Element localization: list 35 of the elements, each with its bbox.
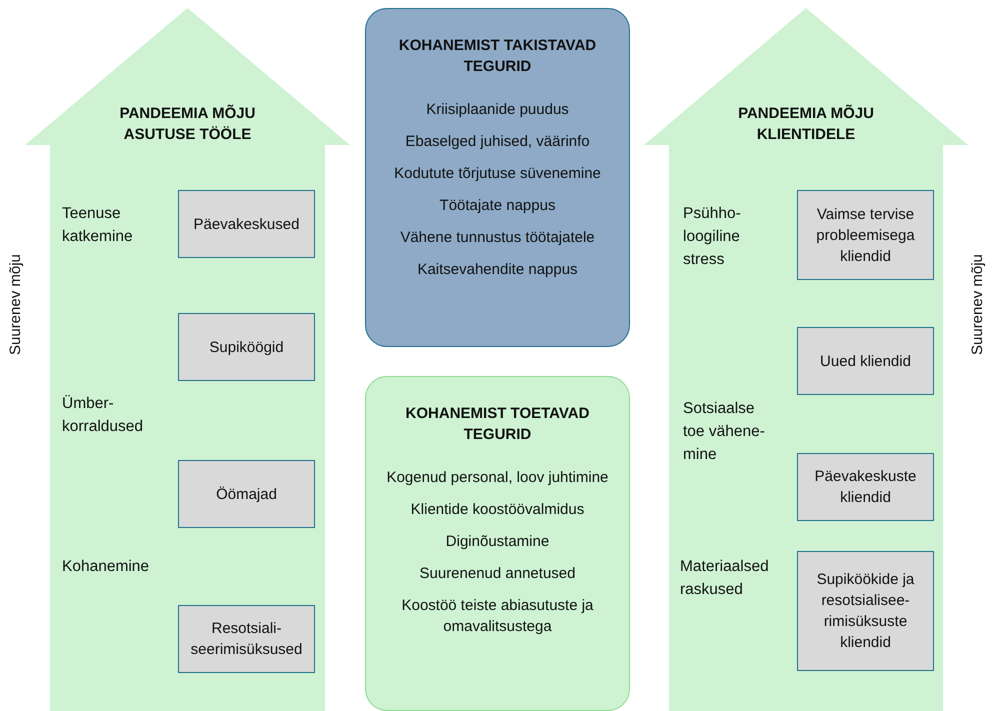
factor-item: Kogenud personal, loov juhtimine	[386, 468, 608, 488]
factor-item: Suurenenud annetused	[420, 564, 576, 584]
factor-card	[365, 8, 630, 347]
category-box: Vaimse tervise probleemisega kliendid	[797, 190, 934, 280]
factor-item: Vähene tunnustus töötajatele	[400, 228, 595, 248]
category-box: Supiköökide ja resotsialisee-rimisüksuste kliendid	[797, 551, 934, 671]
category-box: Päevakeskused	[178, 190, 315, 258]
axis-label: Suurenev mõju	[968, 254, 987, 358]
category-box: Resotsiali-seerimisüksused	[178, 605, 315, 673]
arrow-heading: PANDEEMIA MÕJU ASUTUSE TÖÖLE	[118, 104, 256, 145]
impact-label: Sotsiaalse toe vähene-mine	[683, 399, 766, 465]
factor-item: Ebaselged juhised, väärinfo	[405, 132, 590, 152]
impact-label: Teenuse katkemine	[62, 204, 134, 247]
up-arrow	[25, 8, 350, 711]
category-box: Supiköögid	[178, 313, 315, 381]
category-box: Uued kliendid	[797, 327, 934, 395]
factor-item: Kaitsevahendite nappus	[417, 260, 578, 280]
category-box: Öömajad	[178, 460, 315, 528]
category-box: Päevakeskuste kliendid	[797, 453, 934, 521]
factor-item: Klientide koostöövalmidus	[410, 500, 584, 520]
factor-item: Diginõustamine	[446, 532, 550, 552]
axis-label: Suurenev mõju	[6, 254, 25, 358]
impact-label: Psühho-loogiline stress	[683, 204, 742, 270]
factor-item: Kodutute tõrjutuse süvenemine	[394, 164, 601, 184]
arrow-heading: PANDEEMIA MÕJU KLIENTIDELE	[737, 104, 875, 145]
up-arrow	[644, 8, 968, 711]
factor-item: Koostöö teiste abiasutuste ja omavalitsustega	[400, 596, 594, 637]
impact-label: Kohanemine	[62, 557, 150, 577]
card-heading: KOHANEMIST TAKISTAVAD TEGURID	[398, 36, 598, 77]
impact-label: Ümber-korraldused	[62, 394, 144, 437]
factor-card	[365, 376, 630, 711]
card-heading: KOHANEMIST TOETAVAD TEGURID	[404, 404, 590, 445]
factor-item: Töötajate nappus	[440, 196, 556, 216]
impact-label: Materiaalsed raskused	[680, 557, 770, 600]
factor-item: Kriisiplaanide puudus	[426, 100, 569, 120]
